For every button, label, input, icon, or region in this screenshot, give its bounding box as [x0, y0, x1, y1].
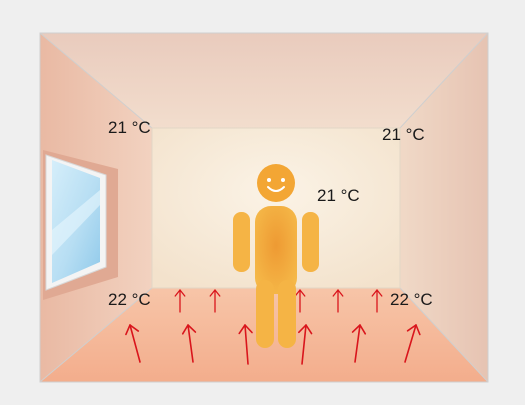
ceiling — [40, 33, 488, 128]
right-wall — [400, 33, 488, 382]
temp-label-person: 21 °C — [317, 186, 360, 205]
heat-arrow-icon — [238, 324, 253, 365]
temp-label-bottom-left: 22 °C — [108, 290, 151, 309]
heat-arrow-icon — [371, 289, 383, 313]
frame-right-band — [488, 33, 525, 382]
heat-arrow-icon — [298, 324, 313, 365]
person-figure-icon — [233, 164, 319, 348]
room-edges — [39, 32, 489, 383]
window-icon — [43, 150, 118, 300]
heat-arrow-icon — [294, 289, 306, 313]
temp-label-bottom-right: 22 °C — [390, 290, 433, 309]
heat-arrow-icon — [174, 289, 186, 313]
heat-arrow-icon — [351, 324, 367, 363]
frame-top-band — [0, 0, 525, 33]
heat-arrow-icon — [209, 289, 221, 313]
heat-arrow-icon — [125, 324, 141, 363]
frame-bottom-band — [0, 382, 525, 405]
temp-label-top-right: 21 °C — [382, 125, 425, 144]
heat-arrow-icon — [181, 324, 197, 363]
temp-label-top-left: 21 °C — [108, 118, 151, 137]
heat-arrow-icon — [404, 324, 421, 363]
heat-arrow-icon — [332, 289, 344, 313]
frame-left-band — [0, 33, 40, 382]
